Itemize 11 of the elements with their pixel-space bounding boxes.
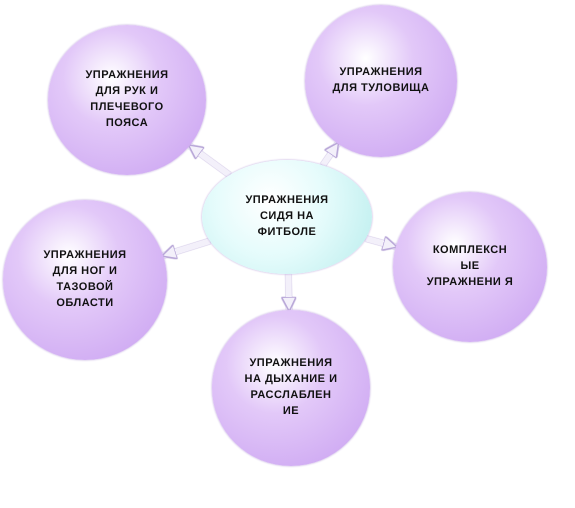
- arrow: [320, 142, 340, 167]
- arrow: [280, 274, 297, 312]
- node-label: УПРАЖНЕНИЯ ДЛЯ РУК И ПЛЕЧЕВОГО ПОЯСА: [84, 68, 170, 131]
- node-label: УПРАЖНЕНИЯ НА ДЫХАНИЕ И РАССЛАБЛЕН ИЕ: [244, 356, 338, 419]
- node-label: УПРАЖНЕНИЯ ДЛЯ ТУЛОВИЩА: [332, 65, 430, 96]
- arrow: [364, 236, 398, 251]
- node-label: УПРАЖНЕНИЯ ДЛЯ НОГ И ТАЗОВОЙ ОБЛАСТИ: [42, 248, 128, 311]
- node-label: УПРАЖНЕНИЯ СИДЯ НА ФИТБОЛЕ: [244, 193, 330, 240]
- arrow: [188, 143, 232, 178]
- node-label: КОМПЛЕКСН ЫЕ УПРАЖНЕНИ Я: [426, 243, 514, 290]
- arrow: [161, 238, 211, 260]
